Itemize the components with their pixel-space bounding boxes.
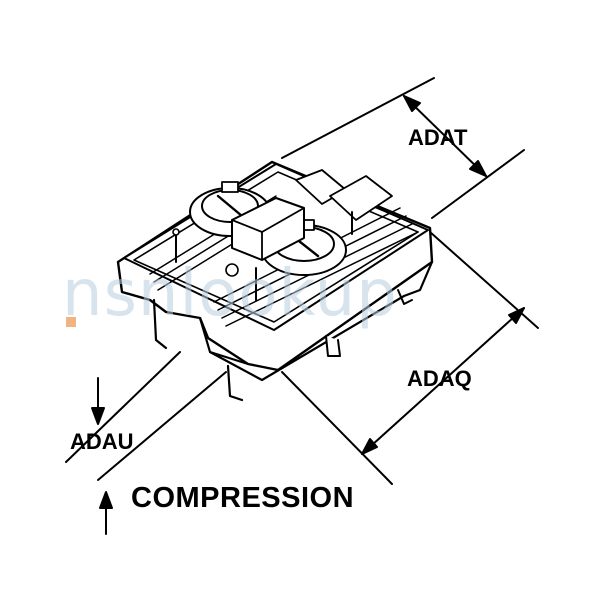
adaq-arrow-bottom bbox=[361, 438, 378, 455]
mounting-pin-center bbox=[325, 335, 341, 357]
dimension-adau bbox=[65, 351, 227, 535]
dimension-adaq bbox=[281, 231, 539, 485]
label-adat: ADAT bbox=[408, 125, 468, 150]
adau-extension-bottom bbox=[97, 371, 227, 481]
label-compression: COMPRESSION bbox=[131, 482, 355, 514]
mounting-pin-front bbox=[226, 364, 244, 402]
adat-arrow-top bbox=[403, 95, 421, 112]
housing-lower-front bbox=[198, 260, 434, 382]
adat-extension-bottom bbox=[431, 149, 525, 219]
adat-extension-top bbox=[281, 77, 435, 159]
adaq-extension-left bbox=[281, 371, 393, 485]
terminal-block bbox=[116, 160, 434, 402]
adaq-dimension-line bbox=[361, 307, 525, 455]
adat-arrow-bottom bbox=[469, 160, 487, 177]
adau-arrow-head-top bbox=[91, 407, 105, 425]
label-adaq: ADAQ bbox=[407, 366, 472, 391]
dimension-adat bbox=[281, 77, 525, 219]
adaq-arrow-top bbox=[508, 307, 525, 324]
label-adau: ADAU bbox=[70, 429, 134, 454]
adau-arrow-head-bottom bbox=[99, 491, 113, 509]
watermark-accent bbox=[66, 317, 76, 327]
mounting-pin-left bbox=[152, 298, 168, 350]
mounting-pin-right bbox=[397, 289, 413, 305]
adau-extension-top bbox=[65, 351, 181, 463]
adat-dimension-line bbox=[403, 95, 487, 177]
watermark-text: nsnlookup bbox=[62, 257, 398, 331]
